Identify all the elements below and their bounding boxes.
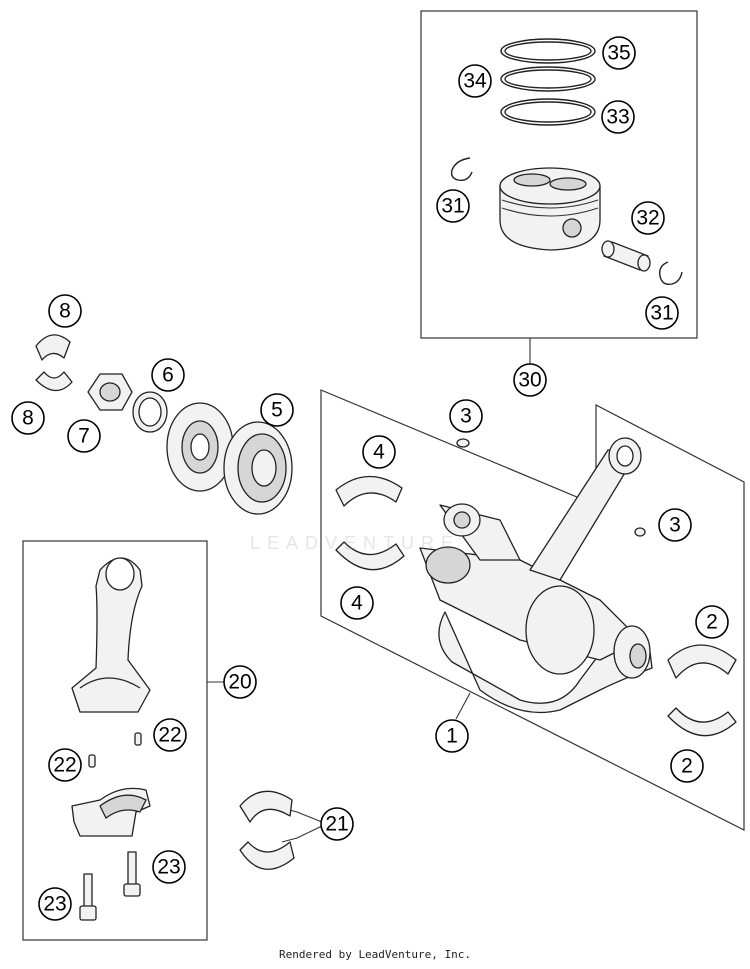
conrod-bolt-23-left: [79, 873, 97, 921]
bearing-shell-2-top: [667, 644, 737, 679]
circlip-31-left: [450, 157, 473, 182]
callout-5[interactable]: 5: [260, 393, 294, 427]
svg-text:3: 3: [460, 405, 472, 428]
svg-text:1: 1: [446, 725, 458, 748]
sprocket: [166, 402, 234, 492]
callout-8[interactable]: 8: [11, 401, 45, 435]
svg-text:30: 30: [518, 369, 541, 392]
svg-text:7: 7: [78, 425, 90, 448]
svg-text:23: 23: [43, 893, 66, 916]
svg-text:5: 5: [271, 399, 283, 422]
svg-text:4: 4: [373, 441, 385, 464]
circlip-31-right: [658, 261, 683, 286]
callout-31[interactable]: 31: [645, 296, 679, 330]
callout-2[interactable]: 2: [670, 749, 704, 783]
callout-7[interactable]: 7: [67, 419, 101, 453]
piston-ring-34: [500, 66, 596, 92]
svg-text:8: 8: [22, 407, 34, 430]
callout-1[interactable]: 1: [435, 719, 469, 753]
callout-34[interactable]: 34: [458, 64, 492, 98]
callout-6[interactable]: 6: [151, 358, 185, 392]
nut-7: [87, 373, 133, 411]
dowel-22-right: [134, 732, 142, 746]
bearing-shell-8-bottom: [35, 371, 73, 392]
callout-3[interactable]: 3: [449, 399, 483, 433]
bearing-shell-4-top: [335, 475, 403, 507]
piston-pin-32: [601, 240, 651, 272]
bearing-shell-21-bottom: [239, 841, 295, 870]
bearing-shell-2-bottom: [667, 707, 737, 737]
crank-conrod: [439, 437, 642, 581]
svg-text:8: 8: [59, 300, 71, 323]
callout-22[interactable]: 22: [153, 718, 187, 752]
svg-text:23: 23: [157, 856, 180, 879]
callout-21[interactable]: 21: [320, 807, 354, 841]
svg-text:2: 2: [681, 755, 693, 778]
callout-30[interactable]: 30: [513, 363, 547, 397]
conrod-group-frame: [22, 540, 208, 941]
conrod-bolt-23-right: [123, 851, 141, 897]
piston-ring-35: [500, 38, 596, 64]
crankshaft: [419, 546, 653, 714]
svg-text:31: 31: [650, 302, 673, 325]
washer-6: [132, 391, 168, 433]
watermark: LEADVENTURE: [250, 533, 461, 553]
callout-3[interactable]: 3: [658, 508, 692, 542]
callout-4[interactable]: 4: [362, 435, 396, 469]
piston-ring-33: [500, 98, 596, 126]
callout-31[interactable]: 31: [436, 189, 470, 223]
conrod-20: [71, 557, 151, 713]
callout-33[interactable]: 33: [601, 100, 635, 134]
svg-text:31: 31: [441, 195, 464, 218]
conrod-cap: [71, 787, 151, 837]
svg-text:22: 22: [53, 754, 76, 777]
piston-group-frame: [420, 10, 698, 339]
svg-text:4: 4: [351, 592, 363, 615]
bearing-shell-4-bottom: [335, 541, 405, 571]
leader-1: [455, 692, 471, 720]
svg-text:22: 22: [158, 724, 181, 747]
dowel-22-left: [88, 754, 96, 768]
callout-32[interactable]: 32: [631, 201, 665, 235]
svg-text:33: 33: [606, 106, 629, 129]
svg-text:21: 21: [325, 813, 348, 836]
callout-22[interactable]: 22: [48, 748, 82, 782]
callout-8[interactable]: 8: [48, 294, 82, 328]
svg-text:3: 3: [669, 514, 681, 537]
callout-20[interactable]: 20: [223, 665, 257, 699]
leader-21b: [281, 825, 323, 843]
callout-4[interactable]: 4: [340, 586, 374, 620]
bearing-shell-21-top: [239, 790, 293, 823]
dowel-pin-3-top: [456, 438, 470, 448]
svg-text:35: 35: [607, 42, 630, 65]
bearing-shell-8-top: [35, 334, 71, 361]
callout-23[interactable]: 23: [152, 850, 186, 884]
callout-2[interactable]: 2: [695, 605, 729, 639]
svg-text:6: 6: [162, 364, 174, 387]
footer-credit: Rendered by LeadVenture, Inc.: [278, 948, 472, 961]
svg-text:2: 2: [706, 611, 718, 634]
dowel-pin-3-right: [634, 527, 646, 537]
callout-35[interactable]: 35: [602, 36, 636, 70]
svg-text:32: 32: [636, 207, 659, 230]
gear-5: [223, 421, 293, 515]
svg-text:20: 20: [228, 671, 251, 694]
svg-text:34: 34: [463, 70, 487, 93]
callout-23[interactable]: 23: [38, 887, 72, 921]
piston: [499, 167, 601, 251]
